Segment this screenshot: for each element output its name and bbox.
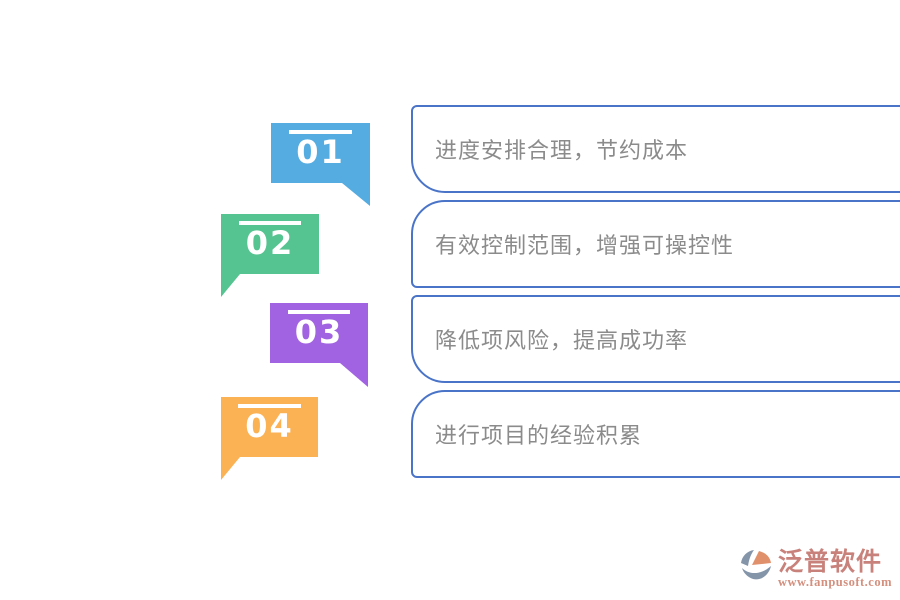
step-panel-2: 有效控制范围，增强可操控性 xyxy=(411,200,900,288)
step-text-1: 进度安排合理，节约成本 xyxy=(435,138,689,163)
brand-url: www.fanpusoft.com xyxy=(777,575,892,589)
step-badge-1: 01 xyxy=(271,123,370,206)
step-text-2: 有效控制范围，增强可操控性 xyxy=(435,233,735,258)
fanpu-logo-icon xyxy=(740,550,771,580)
speech-bubble-icon xyxy=(270,303,368,387)
speech-bubble-icon xyxy=(221,214,319,297)
brand-watermark: 泛普软件 www.fanpusoft.com xyxy=(739,547,892,590)
step-text-3: 降低项风险，提高成功率 xyxy=(435,328,689,353)
brand-text-block: 泛普软件 www.fanpusoft.com xyxy=(777,547,892,590)
speech-bubble-icon xyxy=(221,397,318,480)
step-number-4: 04 xyxy=(221,404,318,442)
step-badge-3: 03 xyxy=(270,303,368,387)
step-text-4: 进行项目的经验积累 xyxy=(435,423,643,448)
brand-name: 泛普软件 xyxy=(777,547,882,576)
step-number-2: 02 xyxy=(221,221,319,259)
step-number-3: 03 xyxy=(270,310,368,348)
step-panel-4: 进行项目的经验积累 xyxy=(411,390,900,478)
step-number-1: 01 xyxy=(271,130,370,168)
speech-bubble-icon xyxy=(271,123,370,206)
step-panel-1: 进度安排合理，节约成本 xyxy=(411,105,900,193)
step-badge-4: 04 xyxy=(221,397,318,480)
step-panel-3: 降低项风险，提高成功率 xyxy=(411,295,900,383)
step-badge-2: 02 xyxy=(221,214,319,297)
